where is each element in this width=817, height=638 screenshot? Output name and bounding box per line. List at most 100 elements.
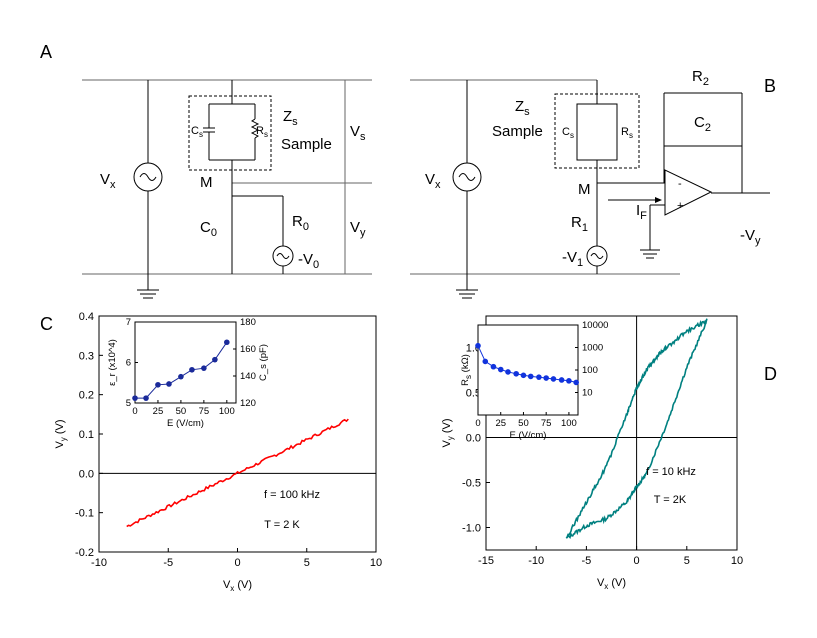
inset-data-point xyxy=(475,342,481,349)
node-m-label: M xyxy=(578,181,591,198)
y-tick-label: 0.3 xyxy=(79,350,94,362)
inset-x-tick-label: 75 xyxy=(541,418,552,429)
data-series-line xyxy=(565,318,708,539)
inset-y-right-axis-label: C_s (pF) xyxy=(258,344,269,381)
x-tick-label: -5 xyxy=(582,555,592,567)
circuit-b: B Vx Zs xyxy=(410,68,776,299)
v1-label: -V1 xyxy=(562,249,583,269)
data-series-line xyxy=(126,418,349,528)
cs-label: Cs xyxy=(562,126,574,140)
x-tick-label: -10 xyxy=(528,555,544,567)
inset-data-point xyxy=(505,369,511,375)
inset-data-point xyxy=(527,373,534,380)
inset-data-point xyxy=(558,377,565,383)
inset-x-tick-label: 0 xyxy=(132,406,137,417)
inset-x-tick-label: 100 xyxy=(219,406,235,417)
rs-label: Rs xyxy=(256,125,268,139)
inset-x-tick-label: 50 xyxy=(176,406,187,417)
inset-data-point xyxy=(178,373,184,380)
inset-data-point xyxy=(543,375,549,381)
inset-y-right-tick-label: 10000 xyxy=(582,320,608,331)
y-tick-label: -0.1 xyxy=(75,508,94,520)
plot-frame xyxy=(485,315,738,551)
inset-y-tick-label: 6 xyxy=(126,358,131,369)
vx-label: Vx xyxy=(100,171,116,191)
annotation-frequency: f = 10 kHz xyxy=(646,466,696,478)
inset-y-tick-label: 5 xyxy=(126,398,131,409)
annotation-temperature: T = 2K xyxy=(654,494,687,506)
annotation-temperature: T = 2 K xyxy=(264,519,300,531)
x-tick-label: -10 xyxy=(91,557,107,569)
inset-data-point xyxy=(212,356,218,363)
x-tick-label: 5 xyxy=(304,557,310,569)
zs-label: Zs xyxy=(283,108,298,128)
y-axis-label: Vy (V) xyxy=(441,418,455,447)
r2-label: R2 xyxy=(692,68,709,88)
y-tick-label: 0.4 xyxy=(79,311,94,323)
node-m-label: M xyxy=(200,174,213,191)
vy-label: -Vy xyxy=(740,227,761,247)
panel-label-c: C xyxy=(40,314,53,334)
inset-y-right-tick-label: 160 xyxy=(240,344,256,355)
y-tick-label: 0.0 xyxy=(466,433,481,445)
y-axis-label: Vy (V) xyxy=(54,419,68,448)
inset-data-point xyxy=(536,374,542,380)
y-tick-label: 0.5 xyxy=(466,388,481,400)
x-tick-label: 5 xyxy=(684,555,690,567)
y-tick-label: -0.2 xyxy=(75,547,94,559)
inset-y-right-tick-label: 1000 xyxy=(582,343,603,354)
inset-data-point xyxy=(166,381,172,387)
inset-data-point xyxy=(520,372,527,379)
inset-data-point xyxy=(189,366,195,373)
inset-data-point xyxy=(550,376,557,382)
inset-x-tick-label: 25 xyxy=(153,406,164,417)
y-tick-label: 0.0 xyxy=(79,468,94,480)
vs-label: Vs xyxy=(350,123,366,143)
annotation-frequency: f = 100 kHz xyxy=(264,489,320,501)
x-axis-label: Vx (V) xyxy=(597,577,626,591)
x-tick-label: 0 xyxy=(234,557,240,569)
inset-y-axis-label: Rs (kΩ) xyxy=(460,354,473,386)
c0-label: C0 xyxy=(200,219,217,239)
inset-frame xyxy=(477,324,579,416)
inset-data-point xyxy=(497,366,504,373)
c2-label: C2 xyxy=(694,114,711,134)
inset-y-axis-label: ε_r (x10^4) xyxy=(107,339,118,386)
y-tick-label: 0.1 xyxy=(79,429,94,441)
inset-y-right-tick-label: 120 xyxy=(240,398,256,409)
inset-y-right-tick-label: 140 xyxy=(240,371,256,382)
vx-label: Vx xyxy=(425,171,441,191)
x-tick-label: 10 xyxy=(731,555,743,567)
inset-x-tick-label: 0 xyxy=(475,418,480,429)
x-tick-label: 10 xyxy=(370,557,382,569)
inset-data-point xyxy=(482,358,489,365)
y-tick-label: -0.5 xyxy=(462,478,481,490)
y-tick-label: -1.0 xyxy=(462,523,481,535)
circuit-a: A Vx Zs Sample Cs xyxy=(40,42,372,299)
inset-y-right-tick-label: 100 xyxy=(582,365,598,376)
panel-label-d: D xyxy=(764,364,777,384)
inset-y-right-tick-label: 10 xyxy=(582,388,593,399)
opamp-plus: + xyxy=(677,200,683,212)
inset-x-tick-label: 50 xyxy=(518,418,529,429)
panel-label-b: B xyxy=(764,76,776,96)
x-tick-label: 0 xyxy=(634,555,640,567)
inset-data-point xyxy=(566,378,572,384)
cs-label: Cs xyxy=(191,125,203,139)
inset-y-tick-label: 7 xyxy=(126,317,131,328)
r0-label: R0 xyxy=(292,213,309,233)
inset-frame xyxy=(134,321,237,404)
sample-box xyxy=(188,95,272,171)
inset-data-point xyxy=(513,370,519,377)
inset-data-point xyxy=(201,365,207,371)
zs-label: Zs xyxy=(515,98,530,118)
inset-data-point xyxy=(132,395,138,401)
inset-data-point xyxy=(224,339,230,346)
v0-label: -V0 xyxy=(298,251,319,271)
inset-data-point xyxy=(155,381,161,388)
inset-x-axis-label: E (V/cm) xyxy=(167,418,204,429)
inset-x-axis-label: E (V/cm) xyxy=(510,430,547,441)
inset-data-point xyxy=(490,363,497,370)
panel-label-a: A xyxy=(40,42,52,62)
